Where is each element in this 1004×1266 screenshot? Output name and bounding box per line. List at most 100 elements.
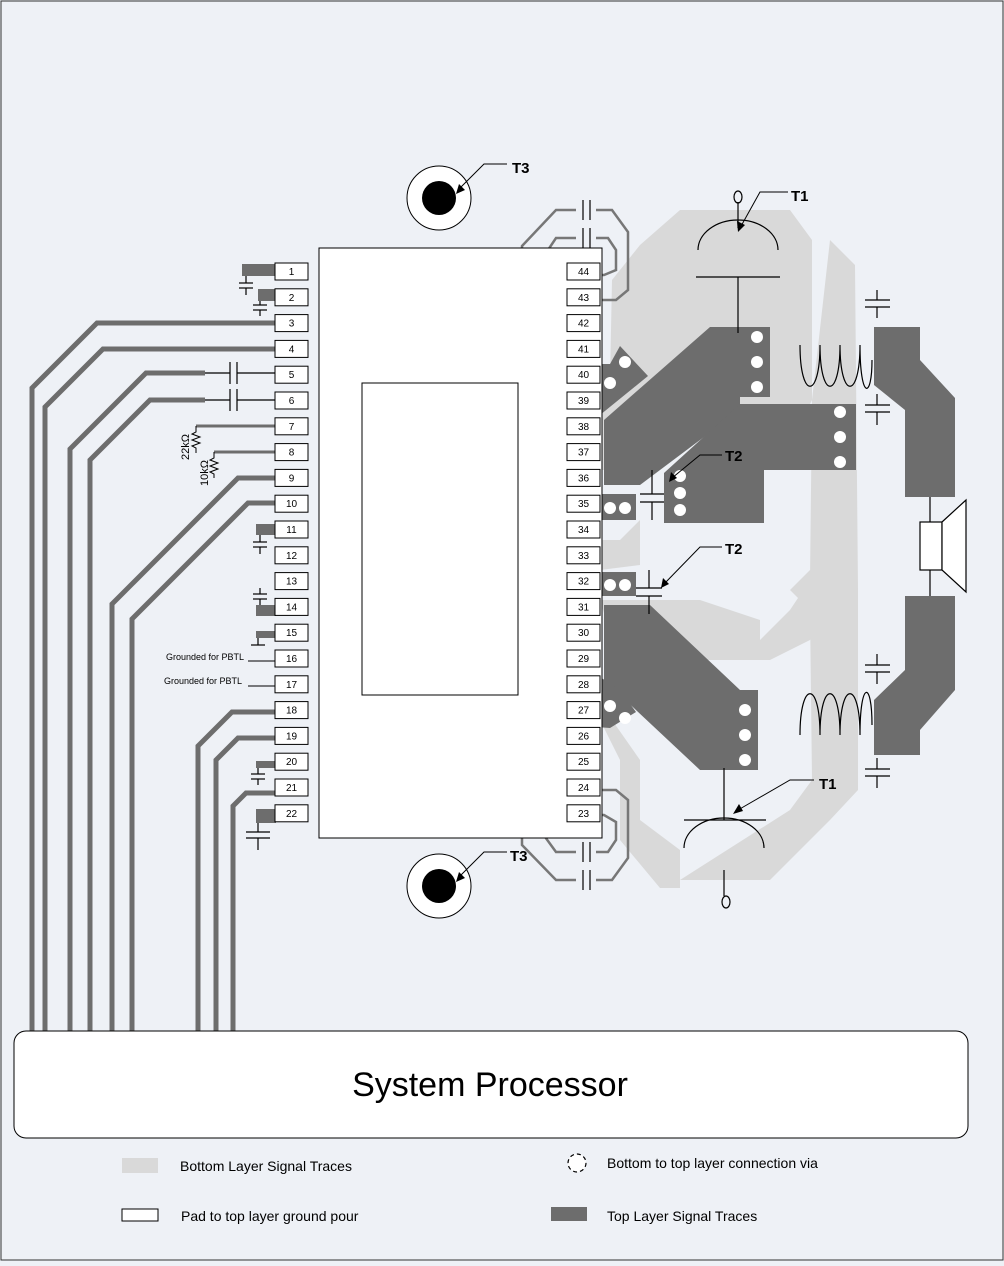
- via-35: [739, 729, 751, 741]
- left-pin-label-14: 14: [286, 602, 298, 613]
- left-pin-label-4: 4: [289, 344, 295, 355]
- processor-routing: [29, 320, 275, 1032]
- top-trace-output-b: [664, 404, 856, 523]
- right-pin-pad-23: [566, 804, 601, 823]
- right-pin-label-40: 40: [578, 370, 590, 381]
- right-pin-pad-26: [566, 726, 601, 745]
- left-pin-label-16: 16: [286, 654, 298, 665]
- via-36: [739, 754, 751, 766]
- bottom-layer-traces: [560, 210, 858, 888]
- legend-swatch-pad: [121, 1208, 159, 1222]
- callout-t1-bottom: T1: [819, 776, 837, 793]
- right-pin-pad-37: [566, 443, 601, 462]
- left-pin-label-9: 9: [289, 473, 295, 484]
- legend-swatch-top-layer: [551, 1207, 587, 1221]
- left-pin-label-7: 7: [289, 422, 295, 433]
- left-pin-label-22: 22: [286, 809, 298, 820]
- right-pin-column: 4443424140393837363534333231302928272625…: [566, 262, 601, 823]
- left-pin-pad-6: [274, 391, 309, 410]
- left-pin-pad-7: [274, 417, 309, 436]
- left-pin-label-6: 6: [289, 396, 295, 407]
- right-pin-pad-27: [566, 701, 601, 720]
- right-pin-pad-36: [566, 468, 601, 487]
- right-pin-pad-42: [566, 314, 601, 333]
- callout-arrowheads: [456, 184, 745, 882]
- via-17: [604, 502, 616, 514]
- left-pin-label-20: 20: [286, 757, 298, 768]
- legend: Bottom Layer Signal Traces Pad to top la…: [121, 1153, 818, 1224]
- via-32: [604, 700, 616, 712]
- left-pin-pad-14: [274, 597, 309, 616]
- callout-t3-bottom: T3: [510, 848, 528, 865]
- left-pin-pad-19: [274, 726, 309, 745]
- left-pin-pad-9: [274, 468, 309, 487]
- via-19: [674, 470, 686, 482]
- left-pin-pad-18: [274, 701, 309, 720]
- legend-label-bottom-layer: Bottom Layer Signal Traces: [180, 1158, 352, 1174]
- speaker-icon: [919, 497, 967, 596]
- left-pin-label-19: 19: [286, 731, 298, 742]
- right-pin-pad-29: [566, 649, 601, 668]
- via-18: [619, 502, 631, 514]
- right-pin-label-30: 30: [578, 628, 590, 639]
- right-pin-label-28: 28: [578, 680, 590, 691]
- right-pin-label-44: 44: [578, 267, 590, 278]
- right-pin-pad-40: [566, 365, 601, 384]
- via-11: [834, 431, 846, 443]
- right-pin-label-29: 29: [578, 654, 590, 665]
- left-pin-pad-16: [274, 649, 309, 668]
- right-pin-label-23: 23: [578, 809, 590, 820]
- left-pin-pad-3: [274, 314, 309, 333]
- right-pin-pad-35: [566, 494, 601, 513]
- top-trace-pin-20: [256, 761, 276, 768]
- via-7: [751, 331, 763, 343]
- left-pin-pad-1: [274, 262, 309, 281]
- left-pin-pad-15: [274, 623, 309, 642]
- left-pin-pad-10: [274, 494, 309, 513]
- left-pin-pad-11: [274, 520, 309, 539]
- right-pin-pad-28: [566, 675, 601, 694]
- legend-label-pad: Pad to top layer ground pour: [181, 1208, 359, 1224]
- left-pin-label-5: 5: [289, 370, 295, 381]
- left-pin-pad-5: [274, 365, 309, 384]
- right-pin-label-42: 42: [578, 319, 590, 330]
- right-pin-pad-25: [566, 752, 601, 771]
- via-12: [834, 456, 846, 468]
- top-trace-pin-1: [242, 264, 276, 276]
- top-trace-output-c: [604, 605, 758, 770]
- right-pin-label-25: 25: [578, 757, 590, 768]
- right-pin-label-32: 32: [578, 577, 590, 588]
- right-pin-label-38: 38: [578, 422, 590, 433]
- inductor-upper: [799, 344, 873, 389]
- right-pin-pad-43: [566, 288, 601, 307]
- bottom-trace-upper-right: [690, 240, 858, 660]
- callout-t2-upper: T2: [725, 448, 743, 465]
- inductors: [799, 344, 873, 736]
- left-pin-label-10: 10: [286, 499, 298, 510]
- right-pin-label-35: 35: [578, 499, 590, 510]
- thermal-pad: [361, 382, 519, 696]
- right-pin-label-33: 33: [578, 551, 590, 562]
- left-pin-pad-4: [274, 339, 309, 358]
- mounting-hole-top-drill: [422, 181, 456, 215]
- left-pin-label-1: 1: [289, 267, 295, 278]
- legend-via-icon: [567, 1153, 587, 1173]
- left-pin-label-21: 21: [286, 783, 298, 794]
- left-pin-label-3: 3: [289, 319, 295, 330]
- left-pin-pad-12: [274, 546, 309, 565]
- right-pin-pad-31: [566, 597, 601, 616]
- legend-label-via: Bottom to top layer connection via: [607, 1155, 818, 1171]
- right-pin-label-36: 36: [578, 473, 590, 484]
- via-33: [619, 712, 631, 724]
- mounting-hole-bottom-drill: [422, 869, 456, 903]
- callout-t2-lower: T2: [725, 541, 743, 558]
- via-9: [751, 381, 763, 393]
- right-pin-label-24: 24: [578, 783, 590, 794]
- via-27: [619, 579, 631, 591]
- left-pin-label-12: 12: [286, 551, 298, 562]
- top-trace-speaker-minus: [874, 596, 955, 755]
- right-pin-label-34: 34: [578, 525, 590, 536]
- system-processor-label: System Processor: [352, 1066, 628, 1104]
